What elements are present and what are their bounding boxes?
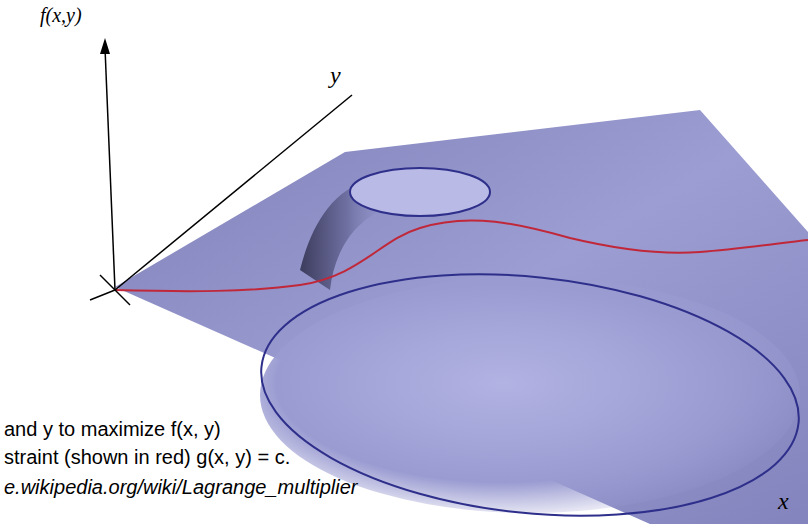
note-text: and y to maximize f(x, y) — [4, 418, 221, 441]
note-text: straint (shown in red) g(x, y) = c. — [4, 446, 290, 469]
arrowhead — [100, 38, 110, 54]
axis-label: f(x,y) — [40, 4, 82, 27]
small-contour — [350, 168, 490, 216]
source-link: e.wikipedia.org/wiki/Lagrange_multiplier — [4, 476, 358, 499]
f-axis — [105, 48, 115, 290]
y-axis-tail — [90, 290, 115, 300]
axis-label: y — [330, 62, 341, 89]
y-axis — [115, 95, 352, 290]
constraint-curve — [115, 220, 808, 291]
axis-label: x — [778, 488, 789, 515]
